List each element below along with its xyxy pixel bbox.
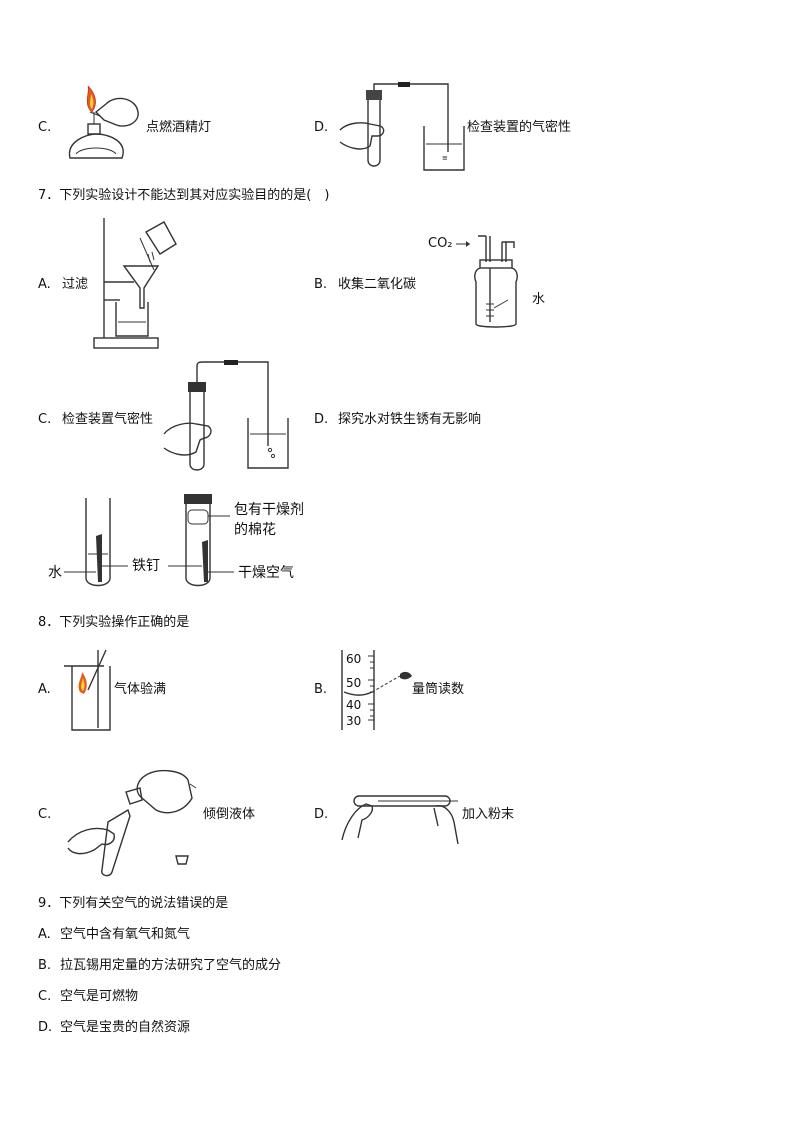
- option-letter: C.: [38, 989, 52, 1004]
- option-letter: D.: [314, 120, 329, 135]
- option-letter: A.: [38, 277, 51, 292]
- adding-powder-figure: [341, 795, 459, 845]
- question-stem: 9．下列有关空气的说法错误的是: [38, 896, 229, 911]
- fig-label-desiccant-2: 的棉花: [234, 522, 276, 538]
- option-letter: A.: [38, 682, 51, 697]
- gas-full-check-figure: [64, 649, 111, 731]
- option-label: 气体验满: [114, 682, 167, 697]
- option-letter: D.: [314, 412, 329, 427]
- pouring-liquid-figure: [67, 769, 197, 877]
- option-text: 拉瓦锡用定量的方法研究了空气的成分: [60, 958, 282, 973]
- graduated-cylinder-figure: [341, 650, 412, 730]
- option-letter: D.: [314, 807, 329, 822]
- scale-label: 50: [346, 676, 362, 690]
- water-label: 水: [532, 292, 546, 307]
- scale-label: 30: [346, 714, 362, 728]
- airtightness-check-figure-2: [163, 360, 289, 471]
- option-letter: A.: [38, 927, 51, 942]
- option-label: 加入粉末: [462, 807, 515, 822]
- option-letter: B.: [314, 682, 328, 697]
- question-stem: 8．下列实验操作正确的是: [38, 615, 190, 630]
- scale-label: 40: [346, 698, 362, 712]
- airtightness-check-figure: ≡: [339, 82, 465, 171]
- option-text: 空气是宝贵的自然资源: [60, 1020, 191, 1035]
- option-letter: C.: [38, 412, 52, 427]
- iron-rust-experiment-figure: [64, 494, 234, 587]
- fig-label-desiccant-1: 包有干燥剂: [234, 502, 304, 518]
- question-stem: 7．下列实验设计不能达到其对应实验目的的是( ): [38, 188, 330, 203]
- option-label: 量筒读数: [412, 682, 465, 697]
- co2-label: CO₂: [428, 236, 453, 251]
- option-letter: D.: [38, 1020, 53, 1035]
- fig-label-nail: 铁钉: [132, 558, 160, 574]
- scale-label: 60: [346, 652, 362, 666]
- option-label: 点燃酒精灯: [146, 120, 212, 135]
- filtration-figure: [93, 218, 177, 349]
- option-text: 空气中含有氧气和氮气: [60, 927, 191, 942]
- option-label: 倾倒液体: [203, 807, 256, 822]
- gas-collection-bottle-figure: [456, 235, 518, 328]
- option-label: 检查装置的气密性: [467, 120, 572, 135]
- option-label: 检查装置气密性: [62, 412, 154, 427]
- option-letter: C.: [38, 120, 52, 135]
- fig-label-water: 水: [48, 565, 62, 581]
- fig-label-dry-air: 干燥空气: [238, 565, 294, 581]
- option-letter: B.: [314, 277, 328, 292]
- option-text: 空气是可燃物: [60, 989, 139, 1004]
- option-label: 探究水对铁生锈有无影响: [338, 412, 482, 427]
- option-label: 收集二氧化碳: [338, 277, 417, 292]
- option-letter: C.: [38, 807, 52, 822]
- option-label: 过滤: [62, 277, 89, 292]
- option-letter: B.: [38, 958, 52, 973]
- svg-text:≡: ≡: [442, 154, 448, 162]
- alcohol-lamp-lighting-figure: [68, 85, 139, 159]
